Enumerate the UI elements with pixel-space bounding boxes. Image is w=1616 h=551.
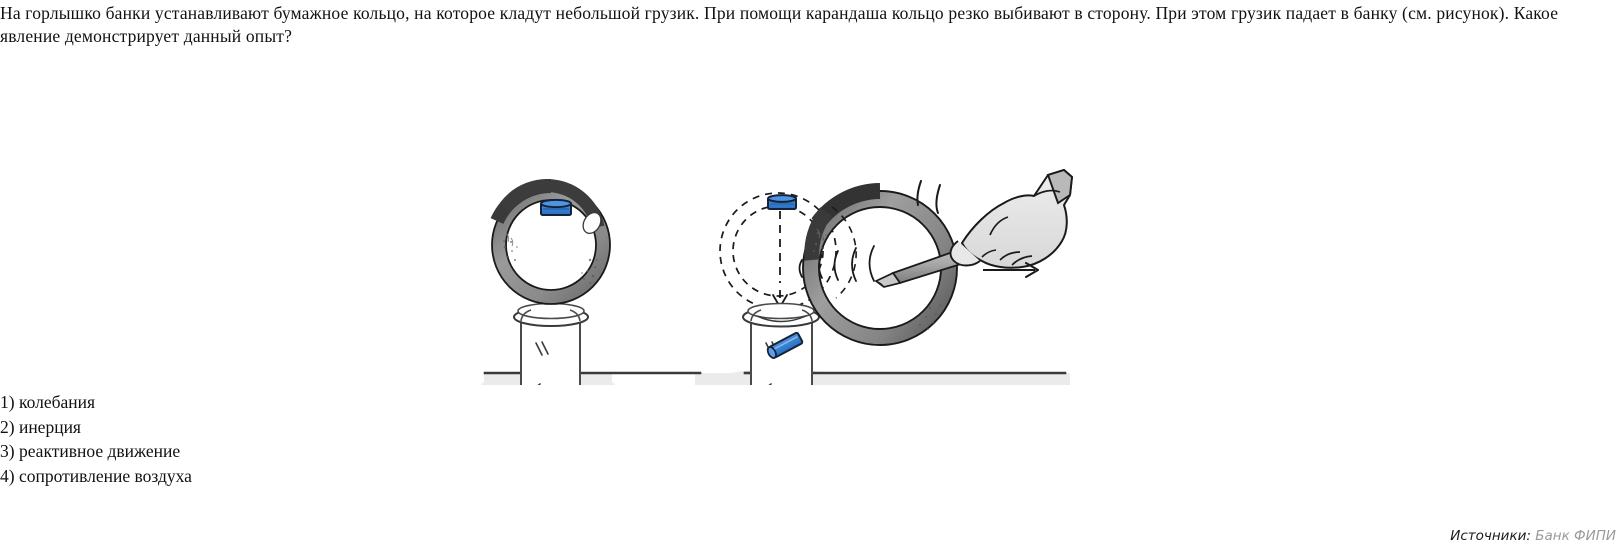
glass-jar-left	[513, 302, 589, 425]
ring-highlight	[582, 212, 602, 234]
hand-with-pencil	[874, 168, 1073, 288]
hand-icon	[949, 168, 1073, 269]
blue-weight-in-jar	[766, 331, 804, 359]
answer-options-list: 1) колебания 2) инерция 3) реактивное дв…	[0, 390, 700, 488]
answer-option-3[interactable]: 3) реактивное движение	[0, 441, 181, 461]
motion-arcs-hand	[916, 180, 941, 214]
answer-option-2[interactable]: 2) инерция	[0, 416, 81, 437]
direction-arrow	[983, 261, 1040, 279]
dashed-ghost-weight	[767, 194, 797, 210]
motion-arcs-inner	[798, 245, 875, 282]
illustration-svg	[480, 168, 1073, 425]
question-text: На горлышко банки устанавливают бумажное…	[0, 3, 1559, 46]
right-panel-after	[719, 168, 1073, 425]
falling-arrow	[772, 211, 788, 308]
answer-option-4[interactable]: 4) сопротивление воздуха	[0, 465, 192, 486]
source-label: Источники:	[1450, 528, 1531, 544]
answer-option-1[interactable]: 1) колебания	[0, 392, 96, 412]
source-attribution: Источники: Банк ФИПИ	[1450, 527, 1616, 545]
physics-illustration	[0, 55, 1616, 425]
blue-weight-left	[540, 198, 572, 216]
dashed-overlap-arc	[831, 206, 857, 299]
source-value: Банк ФИПИ	[1535, 528, 1616, 544]
